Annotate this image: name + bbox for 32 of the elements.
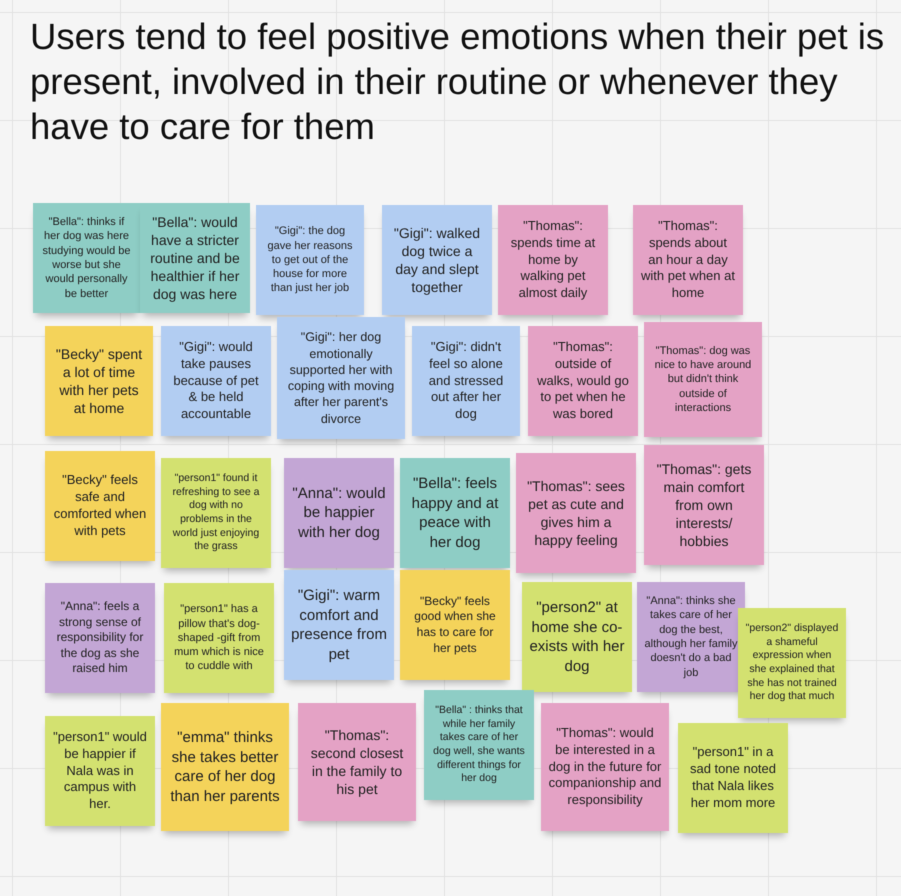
sticky-note: "person1" has a pillow that's dog-shaped -gift from mum which is nice to cuddle with	[164, 583, 274, 693]
sticky-note: "Anna": thinks she takes care of her dog the best, although her family doesn't do a bad job	[637, 582, 745, 692]
sticky-note: "Thomas": dog was nice to have around but didn't think outside of interactions	[644, 322, 762, 437]
sticky-note: "Becky" feels good when she has to care for her pets	[400, 570, 510, 680]
sticky-note: "Thomas": would be interested in a dog in the future for companionship and responsibility	[541, 703, 669, 831]
sticky-note: "Gigi": walked dog twice a day and slept together	[382, 205, 492, 315]
sticky-note: "Anna": would be happier with her dog	[284, 458, 394, 568]
sticky-note: "Anna": feels a strong sense of responsibility for the dog as she raised him	[45, 583, 155, 693]
sticky-note: "person1" found it refreshing to see a dog with no problems in the world just enjoying the grass	[161, 458, 271, 568]
title: Users tend to feel positive emotions when their pet is present, involved in their routine or whenever they have to care for them	[30, 15, 886, 149]
sticky-note: "Thomas": outside of walks, would go to pet when he was bored	[528, 326, 638, 436]
sticky-note: "Bella": feels happy and at peace with her dog	[400, 458, 510, 568]
sticky-note: "Thomas": gets main comfort from own interests/ hobbies	[644, 445, 764, 565]
sticky-note: "Thomas": spends time at home by walking pet almost daily	[498, 205, 608, 315]
sticky-note: "Bella" : thinks that while her family takes care of her dog well, she wants different things for her dog	[424, 690, 534, 800]
sticky-note: "Bella": would have a stricter routine and be healthier if her dog was here	[140, 203, 250, 313]
sticky-note: "Becky" spent a lot of time with her pets at home	[45, 326, 153, 436]
sticky-note: "emma" thinks she takes better care of her dog than her parents	[161, 703, 289, 831]
sticky-note: "Becky" feels safe and comforted when with pets	[45, 451, 155, 561]
sticky-note: "Gigi": the dog gave her reasons to get out of the house for more than just her job	[256, 205, 364, 315]
sticky-note: "Gigi": would take pauses because of pet & be held accountable	[161, 326, 271, 436]
sticky-note: "Thomas": second closest in the family to his pet	[298, 703, 416, 821]
sticky-note: "person2" at home she co-exists with her dog	[522, 582, 632, 692]
sticky-note: "person1" would be happier if Nala was in campus with her.	[45, 716, 155, 826]
sticky-note: "Gigi": her dog emotionally supported her with coping with moving after her parent's divorce	[277, 317, 405, 439]
sticky-note: "Gigi": warm comfort and presence from pet	[284, 570, 394, 680]
sticky-note: "Gigi": didn't feel so alone and stressed out after her dog	[412, 326, 520, 436]
sticky-note: "person1" in a sad tone noted that Nala likes her mom more	[678, 723, 788, 833]
sticky-note: "Thomas": spends about an hour a day with pet when at home	[633, 205, 743, 315]
sticky-note: "Bella": thinks if her dog was here studying would be worse but she would personally be better	[33, 203, 140, 313]
sticky-note: "Thomas": sees pet as cute and gives him a happy feeling	[516, 453, 636, 573]
sticky-note: "person2" displayed a shameful expression when she explained that she has not trained her dog that much	[738, 608, 846, 718]
